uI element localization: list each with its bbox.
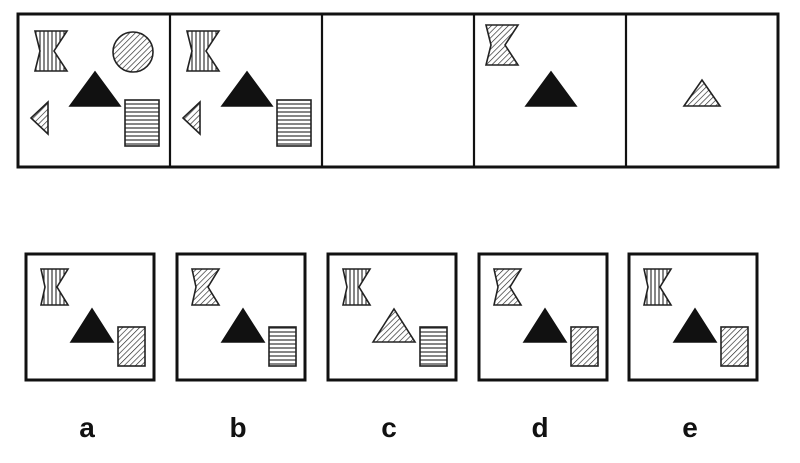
shape-triangle-diagonal-stripes bbox=[682, 78, 722, 107]
shape-chevron-vertical-stripes bbox=[185, 30, 221, 72]
shape-triangle-diagonal-stripes bbox=[371, 307, 417, 343]
shape-chevron-vertical-stripes bbox=[33, 30, 69, 72]
option-c[interactable] bbox=[326, 252, 458, 382]
shape-triangle-black bbox=[220, 307, 266, 343]
sequence-panel bbox=[168, 14, 312, 167]
option-label[interactable]: e bbox=[682, 412, 698, 443]
shape-triangle-black bbox=[522, 307, 568, 343]
shape-triangle-black bbox=[68, 70, 122, 107]
option-a[interactable] bbox=[24, 252, 156, 382]
option-label[interactable]: d bbox=[531, 412, 549, 443]
option-label[interactable]: c bbox=[381, 412, 397, 443]
shape-circle-diagonal-stripes bbox=[112, 31, 154, 73]
shape-rectangle-diagonal-stripes bbox=[570, 326, 599, 367]
shape-half-triangle-diagonal-stripes bbox=[29, 100, 49, 136]
option-e[interactable] bbox=[627, 252, 759, 382]
shape-chevron-diagonal-stripes bbox=[493, 268, 523, 306]
shape-triangle-black bbox=[524, 70, 578, 107]
shape-chevron-vertical-stripes bbox=[342, 268, 372, 306]
shape-rectangle-horizontal-stripes bbox=[419, 326, 448, 367]
option-b[interactable] bbox=[175, 252, 307, 382]
shape-rectangle-horizontal-stripes bbox=[268, 326, 297, 367]
option-label[interactable]: a bbox=[79, 412, 95, 443]
shape-rectangle-horizontal-stripes bbox=[124, 99, 160, 147]
option-label[interactable]: b bbox=[229, 412, 247, 443]
options-row bbox=[24, 252, 759, 382]
shape-chevron-diagonal-stripes bbox=[484, 24, 520, 66]
shape-chevron-diagonal-stripes bbox=[191, 268, 221, 306]
shape-rectangle-diagonal-stripes bbox=[720, 326, 749, 367]
sequence-panel bbox=[624, 14, 722, 167]
shape-chevron-vertical-stripes bbox=[643, 268, 673, 306]
shape-half-triangle-diagonal-stripes bbox=[181, 100, 201, 136]
shape-rectangle-diagonal-stripes bbox=[117, 326, 146, 367]
option-d[interactable] bbox=[477, 252, 609, 382]
shape-triangle-black bbox=[220, 70, 274, 107]
shape-chevron-vertical-stripes bbox=[40, 268, 70, 306]
sequence-row bbox=[16, 12, 780, 169]
shape-triangle-black bbox=[672, 307, 718, 343]
sequence-frame bbox=[16, 12, 780, 169]
sequence-panel bbox=[29, 30, 160, 147]
shape-triangle-black bbox=[69, 307, 115, 343]
sequence-panel bbox=[472, 14, 578, 167]
shape-rectangle-horizontal-stripes bbox=[276, 99, 312, 147]
